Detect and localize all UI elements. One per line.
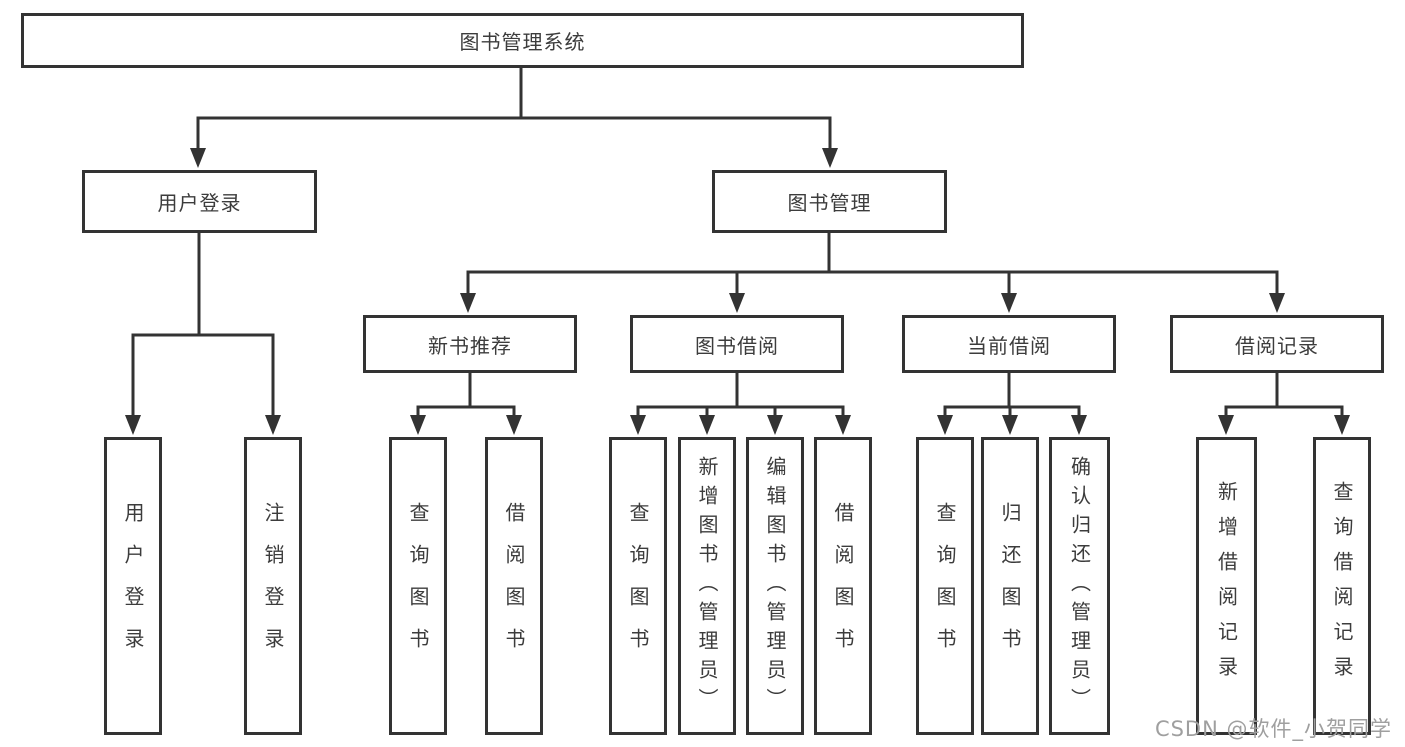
leaf-logout: 注销登录: [244, 437, 302, 735]
node-new-book-recommend: 新书推荐: [363, 315, 577, 373]
node-user-login: 用户登录: [82, 170, 317, 233]
leaf-query-books-borrow: 查询图书: [609, 437, 667, 735]
leaf-add-book-admin: 新增图书（管理员）: [678, 437, 736, 735]
node-book-management: 图书管理: [712, 170, 947, 233]
leaf-add-borrow-record: 新增借阅记录: [1196, 437, 1257, 735]
leaf-query-borrow-record: 查询借阅记录: [1313, 437, 1371, 735]
leaf-user-login: 用户登录: [104, 437, 162, 735]
leaf-borrow-books-recommend: 借阅图书: [485, 437, 543, 735]
leaf-confirm-return-admin: 确认归还（管理员）: [1049, 437, 1110, 735]
node-book-borrow: 图书借阅: [630, 315, 844, 373]
node-borrow-records: 借阅记录: [1170, 315, 1384, 373]
leaf-query-books-recommend: 查询图书: [389, 437, 447, 735]
node-current-borrow: 当前借阅: [902, 315, 1116, 373]
leaf-query-books-current: 查询图书: [916, 437, 974, 735]
leaf-return-book: 归还图书: [981, 437, 1039, 735]
leaf-edit-book-admin: 编辑图书（管理员）: [746, 437, 804, 735]
csdn-watermark: CSDN @软件_小贺同学: [1154, 717, 1392, 741]
node-root-system: 图书管理系统: [21, 13, 1024, 68]
leaf-borrow-books: 借阅图书: [814, 437, 872, 735]
